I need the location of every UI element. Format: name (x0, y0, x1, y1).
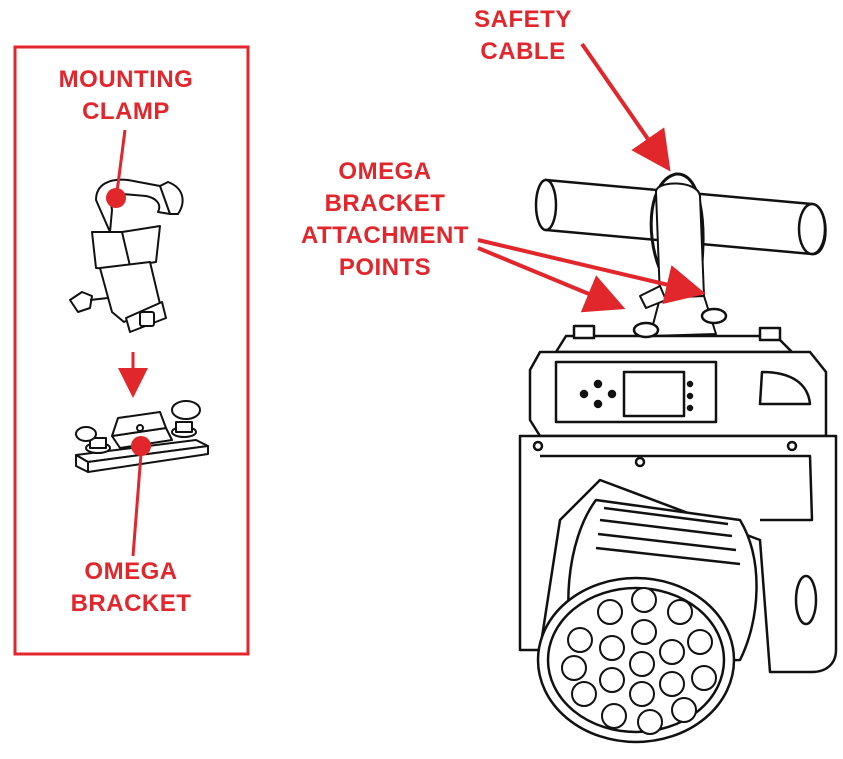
safety-cable-arrow (580, 42, 671, 172)
safety-cable-label-line2: CABLE (480, 38, 566, 65)
omega-bracket-icon (75, 400, 209, 473)
lens-array (561, 587, 717, 735)
omega-bracket-label-line2: BRACKET (70, 590, 192, 617)
mounting-clamp-leader (115, 129, 127, 193)
mounting-clamp-icon (69, 178, 184, 333)
omega-attachment-label: OMEGA BRACKET ATTACHMENT POINTS (285, 156, 485, 284)
attachment-arrow-right (477, 238, 706, 305)
omega-attachment-label-line1: OMEGA (338, 158, 432, 185)
omega-bracket-dot (131, 436, 151, 456)
safety-cable-label: SAFETY CABLE (448, 4, 598, 68)
safety-cable-line (649, 172, 705, 281)
omega-attachment-label-line2: BRACKET (324, 190, 446, 217)
omega-bracket-leader (131, 453, 143, 557)
omega-attachment-label-line4: POINTS (338, 254, 432, 281)
mounting-clamp-label-line1: MOUNTING (58, 66, 194, 93)
omega-bracket-label: OMEGA BRACKET (56, 556, 206, 620)
inset-frame (13, 45, 250, 656)
mounting-clamp-dot (106, 188, 126, 208)
omega-bracket-label-line1: OMEGA (84, 558, 178, 585)
safety-cable-label-line1: SAFETY (474, 6, 572, 33)
mounting-clamp-label: MOUNTING CLAMP (46, 64, 206, 128)
attachment-arrow-left (477, 246, 626, 313)
mounting-clamp-label-line2: CLAMP (82, 98, 170, 125)
omega-attachment-label-line3: ATTACHMENT (300, 222, 470, 249)
